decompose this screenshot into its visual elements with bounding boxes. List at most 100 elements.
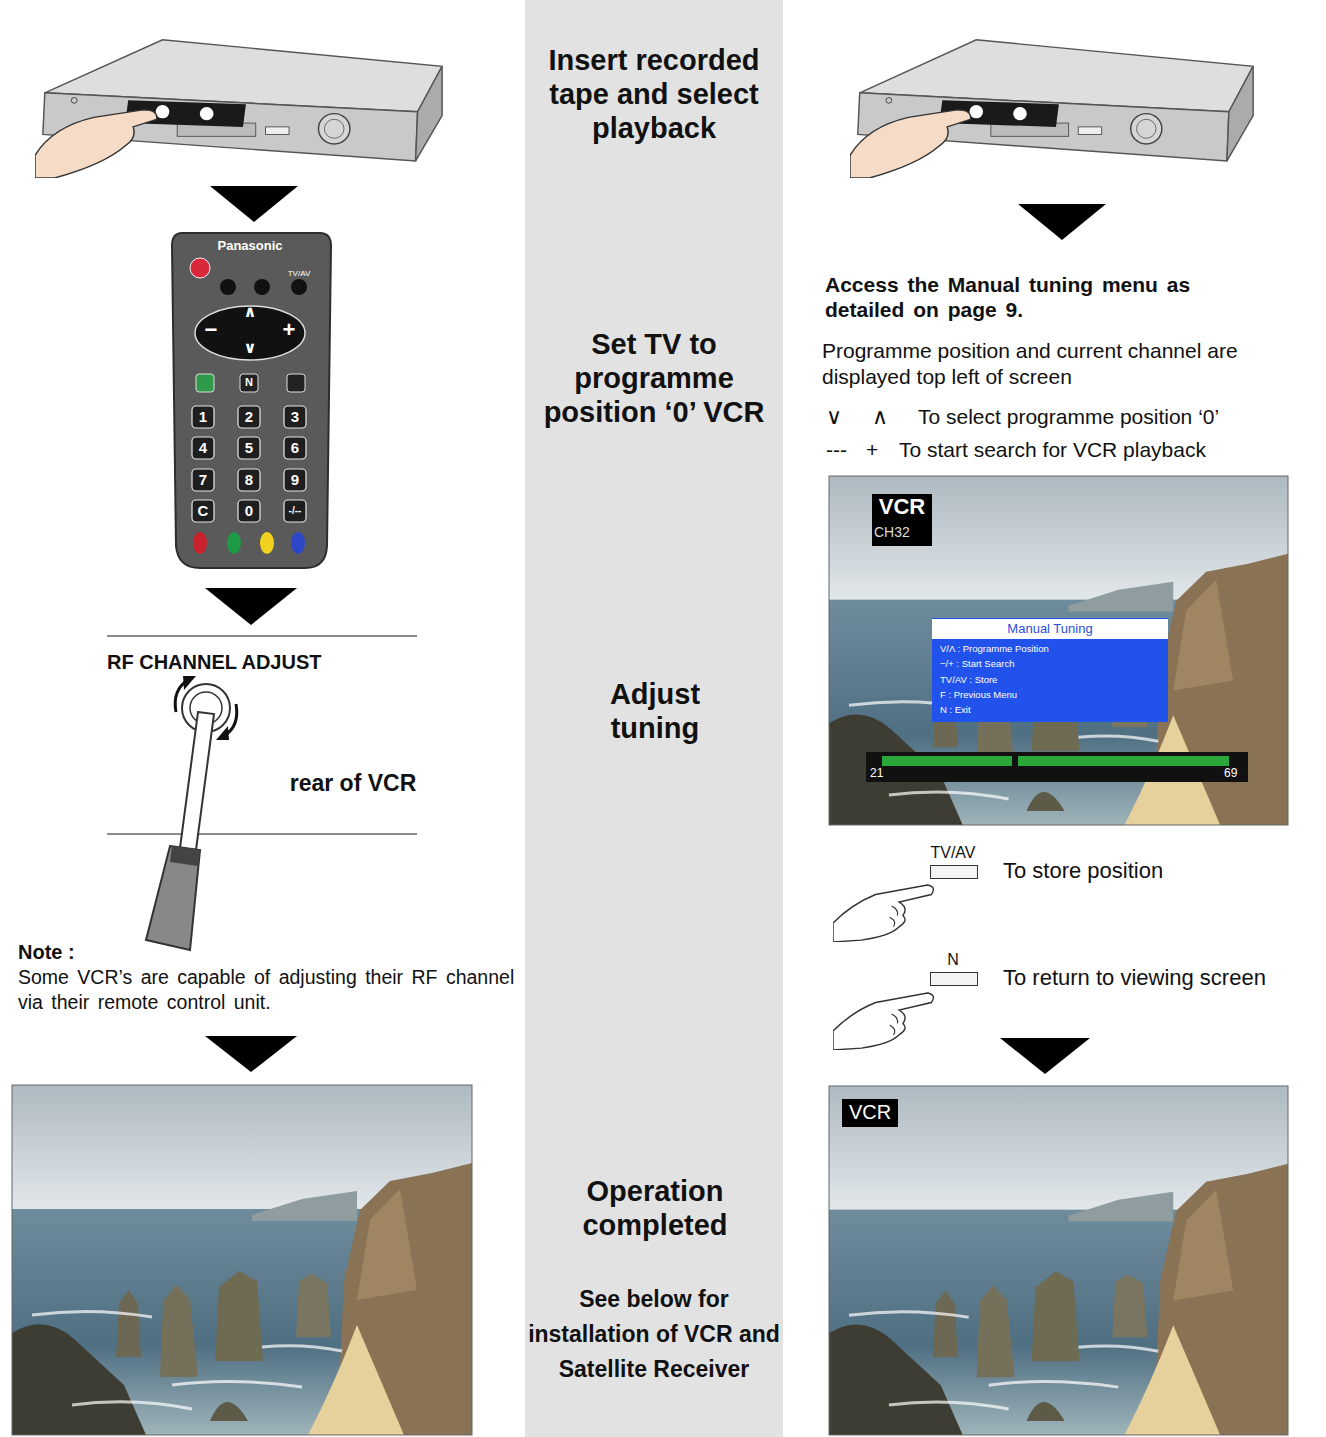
- color-button: [193, 532, 207, 554]
- node-text: 8: [238, 472, 260, 489]
- number-key: [192, 437, 214, 459]
- node-text: −/+ : Start Search: [940, 658, 1160, 670]
- node-text: 0: [238, 503, 260, 520]
- node-text: TV/AV : Store: [940, 674, 1160, 686]
- step-arrow: [1018, 204, 1106, 240]
- node-text: CH32: [874, 524, 930, 541]
- step-band: Insert recorded tape and select playback…: [525, 0, 783, 1437]
- pointing-hand: [833, 993, 933, 1050]
- node-text: Operation completed: [555, 1175, 755, 1243]
- pointing-hand: [833, 885, 933, 942]
- node-text: See below for installation of VCR and Sa…: [527, 1282, 781, 1387]
- color-button: [260, 532, 274, 554]
- number-key: [192, 500, 214, 522]
- number-key: [284, 406, 306, 428]
- node-text: 4: [192, 440, 214, 457]
- node-text: N : Exit: [940, 704, 1160, 716]
- key-shape: [930, 865, 978, 879]
- label-text: Access the Manual tuning menu as detaile…: [825, 272, 1265, 322]
- label-text: +: [866, 438, 890, 461]
- rotate-arrowhead: [183, 676, 196, 690]
- number-key: [284, 500, 306, 522]
- node-text: N: [926, 950, 980, 969]
- number-key: [238, 469, 260, 491]
- node-text: Set TV to programme position ‘0’ VCR: [537, 328, 771, 430]
- tuning-level: [1018, 756, 1229, 766]
- node-text: F : Previous Menu: [940, 689, 1160, 701]
- remote-button: [287, 374, 305, 392]
- screwdriver-ferrule: [170, 846, 200, 866]
- step-arrow: [210, 186, 298, 222]
- panel-line: [107, 635, 417, 637]
- remote-body: [172, 233, 331, 568]
- number-key: [238, 406, 260, 428]
- label-text: rear of VCR: [288, 770, 418, 796]
- label-text: 21: [870, 766, 894, 780]
- screwdriver-shaft: [180, 712, 214, 850]
- node-text: +: [276, 319, 302, 341]
- node-text: C: [192, 503, 214, 520]
- node-text: 3: [284, 409, 306, 426]
- number-key: [284, 469, 306, 491]
- number-key: [192, 406, 214, 428]
- node-text: VCR: [842, 1100, 898, 1125]
- panel-line: [107, 833, 417, 835]
- screwdriver-handle: [146, 846, 200, 950]
- label-text: Some VCR’s are capable of adjusting thei…: [18, 965, 518, 1016]
- remote-key: TV/AV: [926, 843, 980, 880]
- step-arrow: [205, 588, 297, 625]
- vcr-illustration: [35, 40, 442, 178]
- node-text: VCR: [872, 495, 932, 519]
- label-text: 69: [1224, 766, 1248, 780]
- node-text: TV/AV: [284, 269, 314, 279]
- label-text: To select programme position ‘0’: [918, 405, 1308, 428]
- color-button: [291, 532, 305, 554]
- label-text: To store position: [1003, 858, 1303, 884]
- node-text: Insert recorded tape and select playback: [537, 44, 771, 146]
- remote-control: PanasonicTV/AV∧−+∨N123456789C0-/--: [172, 233, 331, 569]
- power-button: [190, 258, 210, 278]
- node-text: ∨: [240, 340, 260, 356]
- node-text: -/--: [284, 505, 306, 516]
- node-text: TV/AV: [926, 843, 980, 862]
- screen-frame: [12, 1085, 472, 1435]
- label-text: ∨: [826, 405, 850, 429]
- remote-key: N: [926, 950, 980, 988]
- node-text: Manual Tuning: [932, 619, 1168, 639]
- center-band: [525, 0, 783, 1437]
- label-text: To return to viewing screen: [1003, 965, 1323, 991]
- number-key: [284, 437, 306, 459]
- node-text: −: [198, 319, 224, 341]
- channel-badge: VCR: [842, 1099, 898, 1127]
- label-text: Note :: [18, 940, 118, 964]
- label-text: ---: [826, 438, 860, 461]
- node-text: V/Λ : Programme Position: [940, 643, 1160, 655]
- label-text: Programme position and current channel a…: [822, 338, 1294, 391]
- node-text: 6: [284, 440, 306, 457]
- screen-frame: [829, 1086, 1288, 1435]
- remote-button: [254, 279, 270, 295]
- rotate-arrowhead: [216, 726, 229, 740]
- node-text: 9: [284, 472, 306, 489]
- label-text: RF CHANNEL ADJUST: [107, 650, 417, 674]
- key-shape: [930, 972, 978, 986]
- tuning-level: [882, 756, 1012, 766]
- node-text: 5: [238, 440, 260, 457]
- menu-box: Manual TuningV/Λ : Programme Position −/+…: [932, 618, 1168, 722]
- remote-button: [196, 374, 214, 392]
- screen-frame: [829, 476, 1288, 825]
- node-text: 1: [192, 409, 214, 426]
- number-key: [238, 437, 260, 459]
- vcr-illustration: [850, 40, 1253, 178]
- step-arrow: [1000, 1038, 1090, 1074]
- number-key: [192, 469, 214, 491]
- label-text: To start search for VCR playback: [899, 438, 1299, 461]
- channel-badge: VCR CH32: [872, 494, 932, 546]
- node-text: 2: [238, 409, 260, 426]
- color-button: [227, 532, 241, 554]
- tv-picture: [829, 1086, 1288, 1435]
- number-key: [238, 500, 260, 522]
- label-text: ∧: [872, 405, 896, 429]
- number-keys: [192, 406, 306, 522]
